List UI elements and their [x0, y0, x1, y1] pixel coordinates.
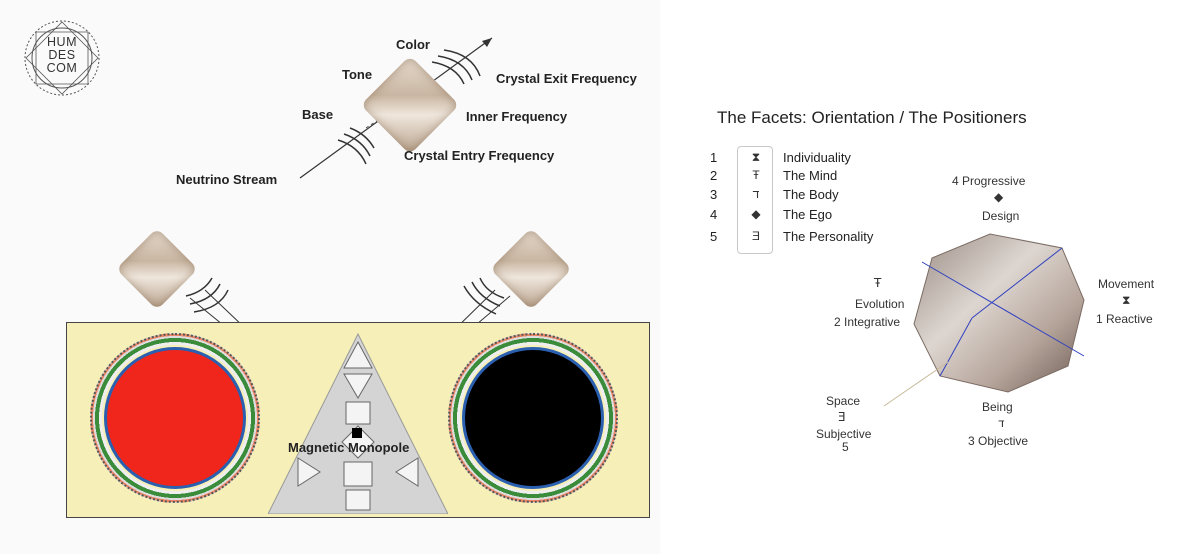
label-evolution: Evolution	[855, 297, 905, 311]
label-integrative: 2 Integrative	[834, 315, 901, 329]
monopole-dot-icon	[352, 428, 362, 438]
mind-glyph-icon: Ŧ	[752, 168, 760, 182]
personality-glyph-icon: Ǝ	[838, 410, 846, 424]
label-objective: 3 Objective	[968, 434, 1029, 448]
diamond-arrows-icon: ◆	[994, 190, 1004, 204]
hourglass-icon: ⧗	[751, 150, 761, 164]
label-neutrino-stream: Neutrino Stream	[176, 172, 278, 187]
label-subjective: Subjective	[816, 427, 872, 441]
label-crystal-entry-frequency: Crystal Entry Frequency	[404, 148, 555, 163]
label-magnetic-monopole: Magnetic Monopole	[288, 440, 410, 455]
label-base: Base	[302, 107, 334, 122]
personality-glyph-icon: Ǝ	[751, 229, 760, 243]
label-inner-frequency: Inner Frequency	[466, 109, 568, 124]
mind-glyph-icon: Ŧ	[874, 276, 882, 290]
label-progressive: 4 Progressive	[952, 174, 1026, 188]
label-subjective-number: 5	[842, 440, 849, 454]
label-tone: Tone	[342, 67, 373, 82]
crystal-facet-gem	[913, 233, 1085, 393]
label-being: Being	[982, 400, 1013, 414]
label-crystal-exit-frequency: Crystal Exit Frequency	[496, 71, 637, 86]
body-glyph-icon: ד	[998, 416, 1005, 430]
diamond-arrows-icon: ◆	[751, 207, 761, 221]
legend-icon-box	[737, 146, 773, 254]
label-space: Space	[826, 394, 861, 408]
logo-text: HUM DES COM	[46, 35, 78, 75]
humdes-logo-icon	[24, 20, 100, 96]
body-glyph-icon: ד	[752, 187, 760, 201]
arrow-head-icon	[482, 38, 492, 47]
label-movement: Movement	[1098, 277, 1155, 291]
label-color: Color	[396, 37, 430, 52]
crystal-diagram-panel: HUM DES COM Color Tone Base Crystal Exit…	[24, 20, 650, 518]
label-reactive: 1 Reactive	[1096, 312, 1153, 326]
design-core	[104, 347, 246, 489]
personality-core	[462, 347, 604, 489]
facets-title: The Facets: Orientation / The Positioner…	[717, 108, 1027, 127]
hourglass-icon: ⧗	[1122, 293, 1131, 307]
space-pointer-line	[883, 361, 949, 407]
bodygraph-figure	[268, 332, 448, 514]
label-design: Design	[982, 209, 1020, 223]
